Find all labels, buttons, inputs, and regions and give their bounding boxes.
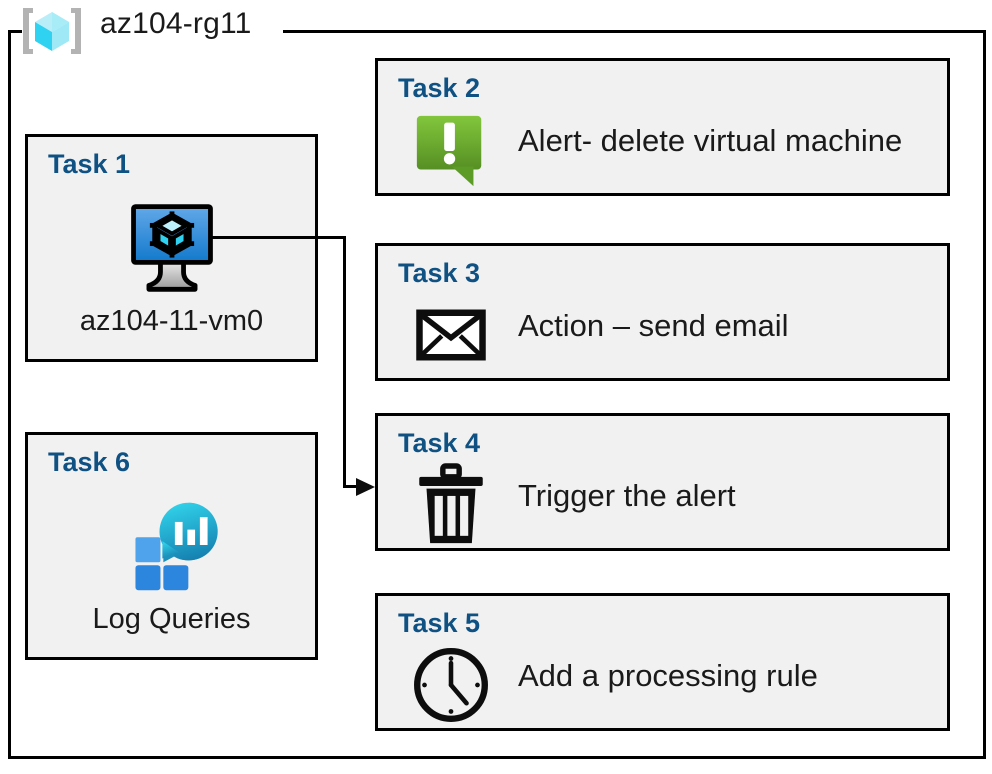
task-5-title: Task 5 [398,608,481,638]
task-1-caption: az104-11-vm0 [79,305,264,337]
resource-group-frame-left [8,30,11,759]
task-6-box[interactable]: Task 6 [25,432,318,660]
task-4-title: Task 4 [398,428,481,458]
log-queries-icon [28,493,315,597]
alert-callout-icon [408,109,494,191]
task-2-box[interactable]: Task 2 Alert- delete virtual machine [375,58,950,196]
arrow-right-icon [352,474,378,500]
clock-icon [408,644,494,726]
task-5-box[interactable]: Task 5 Add a processing rule [375,593,950,731]
azure-resource-group-icon [16,5,88,57]
resource-group-frame-right [983,30,986,759]
task-3-title: Task 3 [398,258,481,288]
resource-group-label: az104-rg11 [100,7,252,40]
resource-group-frame-bottom [8,756,986,759]
resource-group-frame-top-right [283,30,986,33]
resource-group-frame-top-stub [8,30,22,33]
envelope-icon [408,294,494,376]
task-4-caption: Trigger the alert [518,478,736,513]
task-6-caption: Log Queries [92,603,251,635]
task-5-caption: Add a processing rule [518,658,818,693]
task-1-title: Task 1 [48,149,131,179]
connector-segment-horizontal-top [210,236,346,239]
task-2-title: Task 2 [398,73,481,103]
task-4-box[interactable]: Task 4 Trigger the alert [375,413,950,551]
trash-can-icon [408,463,494,546]
task-3-caption: Action – send email [518,308,789,343]
task-1-box[interactable]: Task 1 [25,134,318,362]
connector-segment-vertical [343,236,346,488]
virtual-machine-icon [28,195,315,299]
task-3-box[interactable]: Task 3 Action – send email [375,243,950,381]
task-6-title: Task 6 [48,447,131,477]
task-2-caption: Alert- delete virtual machine [518,123,903,158]
